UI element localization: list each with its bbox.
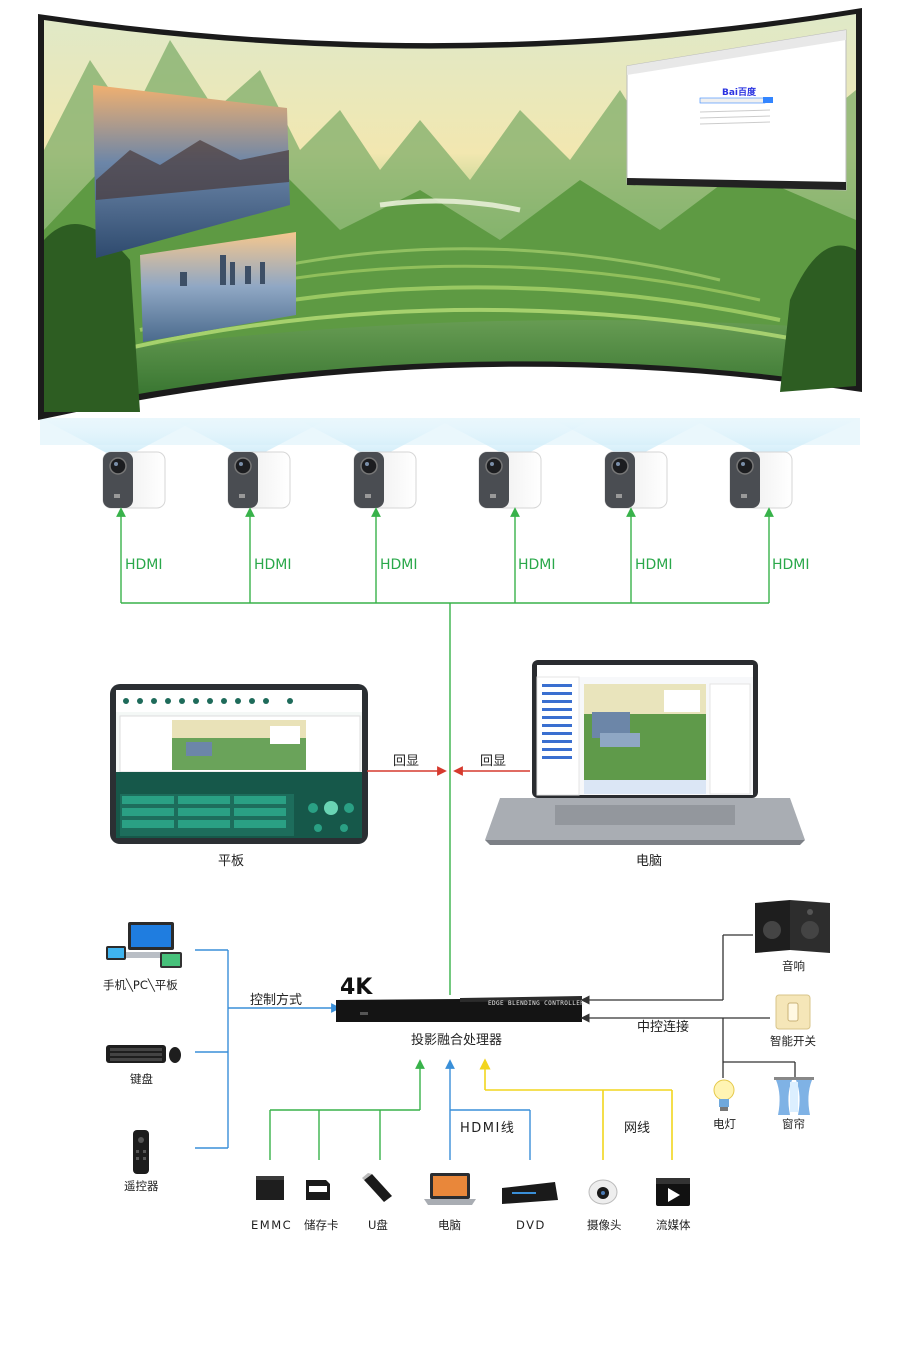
camera-icon <box>588 1179 618 1205</box>
emmc-icon <box>256 1176 284 1200</box>
remote-label: 遥控器 <box>124 1179 159 1193</box>
projector-row <box>102 451 793 509</box>
input-lines-green <box>269 1059 425 1160</box>
control-devices: 手机╲PC╲平板 键盘 遥控器 <box>103 922 182 1193</box>
projector-3 <box>353 451 417 509</box>
projector-5 <box>604 451 668 509</box>
hdmi-label-4: HDMI <box>518 557 556 573</box>
streaming-media-icon <box>656 1178 690 1206</box>
projector-2 <box>227 451 291 509</box>
laptop-label: 电脑 <box>636 854 662 869</box>
speaker-icon <box>755 900 830 953</box>
processor-device-text: EDGE BLENDING CONTROLLER <box>488 1000 584 1007</box>
hdmi-labels: HDMI HDMI HDMI HDMI HDMI HDMI <box>125 557 810 573</box>
phone-pc-tablet-icon <box>106 922 182 968</box>
input-label-camera: 摄像头 <box>587 1218 622 1232</box>
smart-switch-icon <box>775 994 811 1030</box>
hdmi-distribution <box>116 507 774 995</box>
lake-photo <box>93 85 290 258</box>
laptop-device <box>485 660 805 845</box>
browser-logo: Bai百度 <box>722 86 757 98</box>
control-devices-label: 手机╲PC╲平板 <box>103 978 178 992</box>
input-lines-blue <box>445 1059 531 1160</box>
projection-beams <box>40 418 860 460</box>
input-labels: EMMC 储存卡 U盘 电脑 DVD 摄像头 流媒体 <box>251 1218 691 1232</box>
input-lines-yellow <box>479 1058 673 1160</box>
projector-4 <box>478 451 542 509</box>
processor-device: 4K EDGE BLENDING CONTROLLER <box>336 975 584 1022</box>
control-method-label: 控制方式 <box>250 992 302 1008</box>
input-label-streaming: 流媒体 <box>656 1218 691 1232</box>
hdmi-label-2: HDMI <box>254 557 292 573</box>
hdmi-label-6: HDMI <box>772 557 810 573</box>
hdmi-line-label: HDMI线 <box>460 1121 515 1136</box>
tablet-label: 平板 <box>218 854 244 869</box>
usb-drive-icon <box>362 1173 392 1202</box>
input-label-memory-card: 储存卡 <box>304 1218 339 1232</box>
curved-screen: Bai百度 <box>38 8 862 420</box>
central-control-lines <box>580 934 796 1078</box>
dvd-player-icon <box>502 1182 558 1204</box>
keyboard-icon <box>106 1045 181 1063</box>
input-label-usb: U盘 <box>368 1218 388 1232</box>
light-bulb-icon <box>713 1079 735 1111</box>
light-label: 电灯 <box>713 1117 736 1131</box>
input-label-dvd: DVD <box>516 1218 546 1232</box>
projector-6 <box>729 451 793 509</box>
smart-switch-label: 智能开关 <box>770 1034 816 1048</box>
browser-window: Bai百度 <box>626 29 847 191</box>
curtain-label: 窗帘 <box>782 1117 805 1131</box>
input-label-emmc: EMMC <box>251 1218 292 1232</box>
remote-icon <box>133 1130 149 1174</box>
hdmi-label-1: HDMI <box>125 557 163 573</box>
input-label-computer: 电脑 <box>438 1218 461 1232</box>
hdmi-label-5: HDMI <box>635 557 673 573</box>
hdmi-label-3: HDMI <box>380 557 418 573</box>
network-label: 网线 <box>624 1121 650 1136</box>
curtain-icon <box>774 1077 814 1115</box>
keyboard-label: 键盘 <box>130 1072 153 1086</box>
tablet-device <box>110 684 368 844</box>
central-link-label: 中控连接 <box>637 1019 689 1035</box>
processor-label: 投影融合处理器 <box>411 1032 502 1048</box>
echo-label-right: 回显 <box>480 754 506 769</box>
echo-arrows: 回显 回显 <box>367 754 530 776</box>
control-lines <box>195 949 341 1149</box>
memory-card-icon <box>306 1180 330 1200</box>
echo-label-left: 回显 <box>393 754 419 769</box>
projector-1 <box>102 451 166 509</box>
speaker-label: 音响 <box>782 959 805 973</box>
processor-4k-badge: 4K <box>340 975 373 1000</box>
city-photo <box>140 232 296 342</box>
computer-icon <box>424 1173 476 1205</box>
